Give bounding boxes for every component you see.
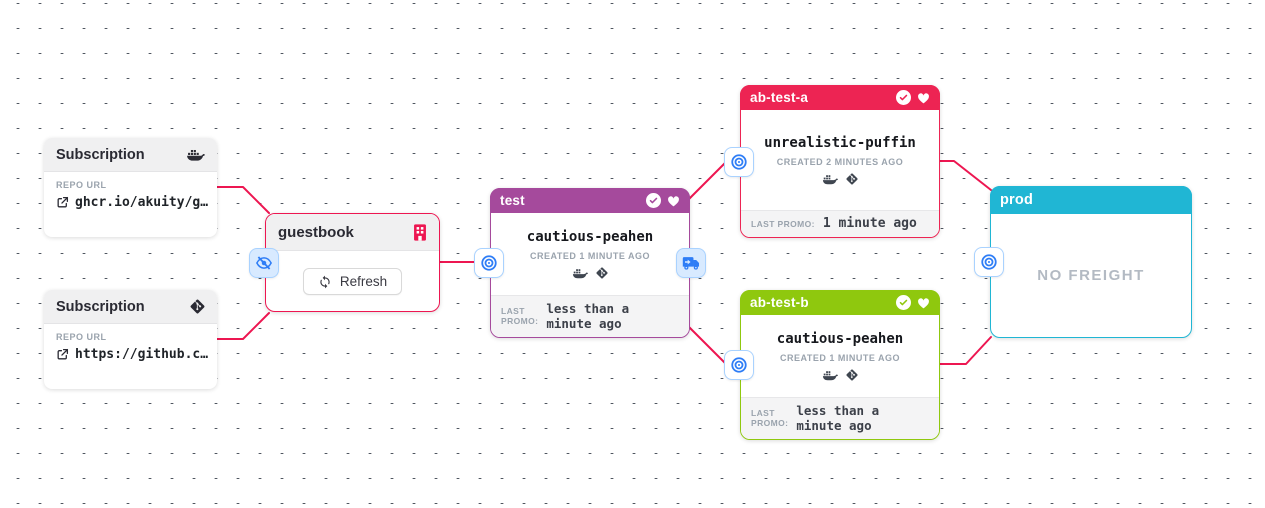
stage-node-prod[interactable]: prod NO FREIGHT — [974, 186, 1192, 338]
eye-invisible-icon — [255, 254, 273, 272]
freight-truck-anchor-test[interactable] — [676, 248, 706, 278]
last-promo-value: less than a minute ago — [796, 402, 880, 434]
docker-icon — [822, 369, 838, 381]
repo-url-label: REPO URL — [56, 332, 107, 342]
promote-target-anchor-test[interactable] — [474, 248, 504, 278]
subscription-card-git[interactable]: Subscription REPO URL https://github.c… — [44, 290, 217, 389]
verified-check-icon — [646, 193, 661, 208]
subscription-body: REPO URL ghcr.io/akuity/g… — [44, 172, 217, 216]
no-freight-label: NO FREIGHT — [1037, 267, 1145, 284]
subscription-title: Subscription — [56, 298, 145, 315]
docker-icon — [186, 147, 205, 162]
repo-url-value[interactable]: https://github.c… — [75, 347, 209, 362]
docker-icon — [572, 267, 588, 279]
favorite-heart-icon[interactable] — [917, 297, 930, 309]
favorite-heart-icon[interactable] — [667, 195, 680, 207]
freight-name: cautious-peahen — [526, 228, 654, 245]
bullseye-icon — [980, 253, 998, 271]
freight-created-label: CREATED 1 MINUTE AGO — [529, 250, 650, 261]
repo-url-label: REPO URL — [56, 180, 107, 190]
last-promo-footer: LAST PROMO: 1 minute ago — [741, 209, 939, 237]
last-promo-label: LAST PROMO: — [751, 408, 789, 429]
empty-freight-body: NO FREIGHT — [991, 214, 1191, 337]
edge-sub2-guestbook — [216, 312, 270, 340]
subscription-title: Subscription — [56, 146, 145, 163]
last-promo-label: LAST PROMO: — [501, 306, 539, 327]
stage-node-ab-test-b[interactable]: ab-test-b cautious-peahen CREATED 1 MINU… — [724, 290, 940, 440]
git-icon — [846, 173, 858, 185]
git-icon — [596, 267, 608, 279]
warehouse-node-guestbook[interactable]: guestbook Refresh — [249, 213, 440, 312]
stage-name: prod — [1000, 192, 1034, 208]
git-icon — [846, 369, 858, 381]
bullseye-icon — [730, 356, 748, 374]
subscription-card-image[interactable]: Subscription REPO URL ghcr.io/akuity/g… — [44, 138, 217, 237]
promote-target-anchor-ab-test-a[interactable] — [724, 146, 754, 177]
last-promo-value: less than a minute ago — [546, 300, 630, 332]
stage-header[interactable]: test — [490, 188, 690, 213]
freight-created-label: CREATED 2 MINUTES AGO — [776, 156, 904, 167]
stage-header[interactable]: prod — [990, 186, 1192, 214]
stage-node-ab-test-a[interactable]: ab-test-a unrealistic-puffin CREATED 2 M… — [724, 85, 940, 238]
last-promo-label: LAST PROMO: — [751, 218, 815, 229]
edge-abtesta-prod — [939, 160, 992, 191]
repo-url-value[interactable]: ghcr.io/akuity/g… — [75, 195, 209, 210]
external-link-icon[interactable] — [56, 348, 69, 361]
docker-icon — [822, 173, 838, 185]
stage-header[interactable]: ab-test-b — [740, 290, 940, 315]
warehouse-header: guestbook — [266, 214, 439, 251]
freight-summary[interactable]: cautious-peahen CREATED 1 MINUTE AGO — [491, 213, 689, 295]
promote-target-anchor-prod[interactable] — [974, 247, 1004, 277]
freight-summary[interactable]: cautious-peahen CREATED 1 MINUTE AGO — [741, 315, 939, 397]
stage-name: test — [500, 193, 525, 208]
warehouse-title: guestbook — [278, 223, 354, 241]
bullseye-icon — [730, 153, 748, 171]
last-promo-footer: LAST PROMO: less than a minute ago — [741, 396, 939, 439]
refresh-button-label: Refresh — [339, 274, 388, 289]
freight-created-label: CREATED 1 MINUTE AGO — [779, 352, 900, 363]
edge-sub1-guestbook — [216, 186, 270, 214]
stage-name: ab-test-a — [750, 90, 809, 105]
subscription-header: Subscription — [44, 138, 217, 172]
last-promo-value: 1 minute ago — [822, 215, 917, 231]
subscription-header: Subscription — [44, 290, 217, 324]
hide-subscriptions-anchor[interactable] — [249, 247, 279, 278]
last-promo-footer: LAST PROMO: less than a minute ago — [491, 294, 689, 337]
bullseye-icon — [480, 254, 498, 272]
git-icon — [190, 299, 205, 314]
subscription-body: REPO URL https://github.c… — [44, 324, 217, 368]
freight-summary[interactable]: unrealistic-puffin CREATED 2 MINUTES AGO — [741, 110, 939, 210]
refresh-button[interactable]: Refresh — [302, 268, 403, 295]
promote-target-anchor-ab-test-b[interactable] — [724, 350, 754, 380]
refresh-icon — [318, 275, 332, 289]
stage-name: ab-test-b — [750, 295, 809, 310]
verified-check-icon — [896, 90, 911, 105]
truck-icon — [682, 256, 701, 271]
external-link-icon[interactable] — [56, 196, 69, 209]
freight-name: cautious-peahen — [776, 330, 904, 347]
edge-abtestb-prod — [939, 336, 992, 365]
stage-node-test[interactable]: test cautious-peahen CREATED 1 MINUTE AG… — [474, 188, 706, 338]
verified-check-icon — [896, 295, 911, 310]
stage-header[interactable]: ab-test-a — [740, 85, 940, 110]
freight-name: unrealistic-puffin — [764, 134, 916, 151]
favorite-heart-icon[interactable] — [917, 92, 930, 104]
warehouse-building-icon — [413, 223, 427, 241]
